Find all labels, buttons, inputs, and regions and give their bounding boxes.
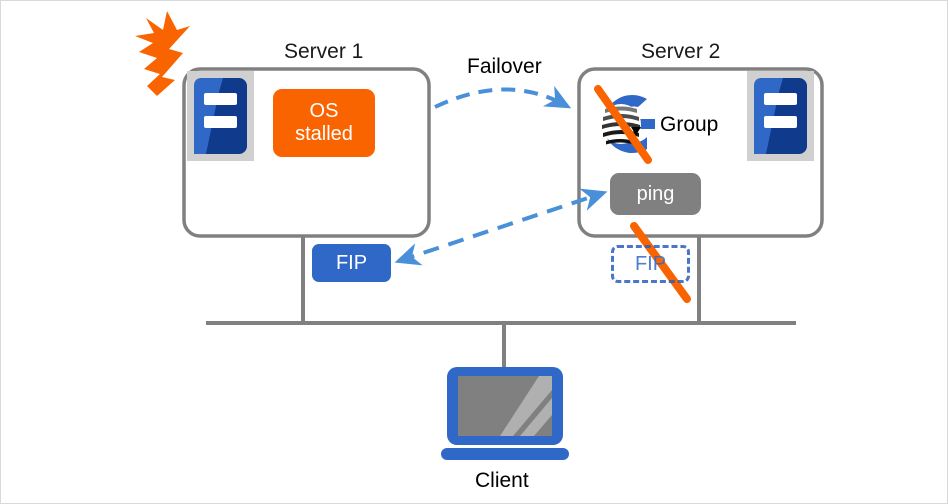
failover-arrow (434, 85, 572, 109)
server-icon-2 (747, 71, 814, 161)
server1-title: Server 1 (284, 40, 364, 63)
server2-title: Server 2 (641, 40, 721, 63)
client-monitor-icon (441, 367, 569, 460)
fip-ping-link-arrow (394, 188, 608, 266)
server-icon-1 (187, 71, 254, 161)
client-label: Client (475, 469, 529, 492)
lightning-burst-icon (135, 11, 190, 96)
group-disabled-slash (594, 85, 652, 164)
os-stalled-line1: OS (309, 100, 339, 122)
ping-badge: ping (610, 173, 701, 215)
fip-active-badge: FIP (312, 244, 391, 282)
os-stalled-line2: stalled (295, 123, 353, 145)
fip-inactive-badge: FIP (611, 245, 690, 283)
failover-label: Failover (467, 55, 542, 78)
os-stalled-badge: OS stalled (273, 89, 375, 157)
group-label: Group (660, 113, 719, 136)
fip-disabled-slash (630, 222, 691, 303)
